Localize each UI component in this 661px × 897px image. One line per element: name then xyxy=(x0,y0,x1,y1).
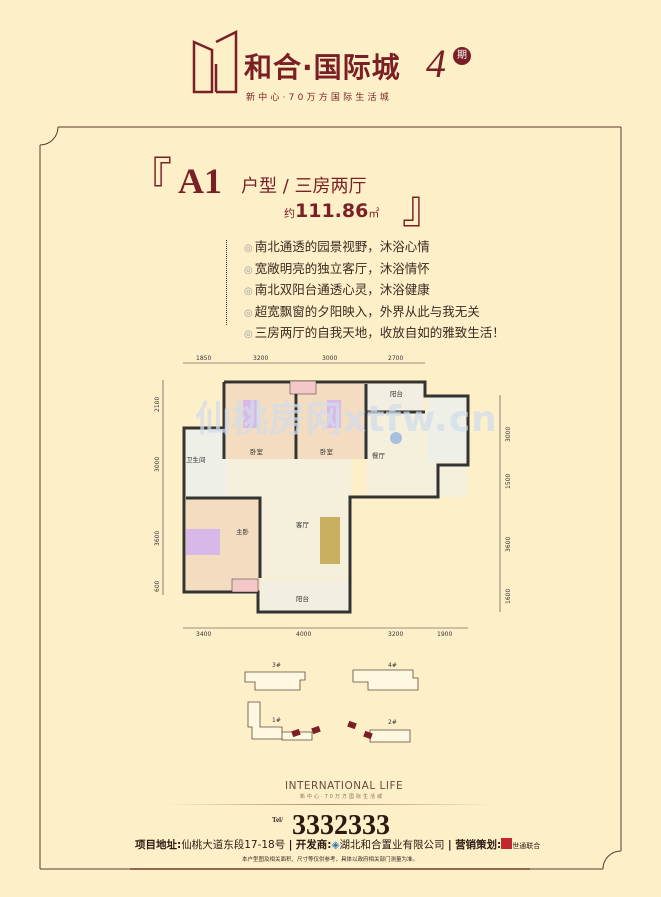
dim-bottom: 3200 xyxy=(388,631,403,638)
room-label-bathroom: 卫生间 xyxy=(186,455,206,464)
dining-table-icon xyxy=(390,432,402,444)
building-2 xyxy=(369,729,411,743)
tel-number[interactable]: 3332333 xyxy=(292,810,390,841)
feature-text: 超宽飘窗的夕阳映入，外界从此与我无关 xyxy=(254,303,480,319)
bay-window xyxy=(231,578,259,593)
feature-item: ◎宽敞明亮的独立客厅，沐浴情怀 xyxy=(244,259,505,281)
sofa-icon xyxy=(320,517,340,564)
bullet-icon: ◎ xyxy=(244,286,253,297)
bullet-icon: ◎ xyxy=(244,264,253,276)
dim-left: 2100 xyxy=(154,397,161,412)
area-unit: ㎡ xyxy=(368,207,380,220)
tel-label: Tel/ xyxy=(272,816,284,824)
logo-title: 和合·国际城 xyxy=(244,51,401,84)
dim-top: 2700 xyxy=(388,355,403,362)
building-3 xyxy=(244,671,306,691)
bullet-icon: ◎ xyxy=(244,243,253,254)
close-bracket: 』 xyxy=(402,183,446,232)
dim-bottom: 3400 xyxy=(196,631,211,638)
area-prefix: 约 xyxy=(284,207,295,220)
building-label: 4# xyxy=(388,662,397,669)
bay-window xyxy=(289,380,317,395)
bed-icon xyxy=(186,529,220,555)
building-4 xyxy=(352,669,419,691)
marketing: 世通联合 xyxy=(512,842,541,850)
developer: 湖北和合置业有限公司 xyxy=(339,839,445,851)
address: 仙桃大道东段17-18号 xyxy=(181,839,286,851)
unit-area: 约111.86㎡ xyxy=(284,200,379,222)
area-value: 111.86 xyxy=(295,200,369,222)
bed-icon xyxy=(243,400,257,428)
logo-phase-badge: 期 xyxy=(453,47,471,65)
feature-text: 南北通透的园景视野，沐浴心情 xyxy=(254,239,430,254)
disclaimer: 本户型图及相关面积、尺寸等仅供参考，具体以政府相关部门测量为准。 xyxy=(242,857,419,863)
address-label: 项目地址: xyxy=(135,839,182,851)
floor-plan: 卫生间 卧室 卧室 主卧 客厅 餐厅 阳台 阳台 1850 3200 3000 … xyxy=(154,355,512,638)
room-label-bedroom: 卧室 xyxy=(320,447,334,456)
dimension-lines xyxy=(162,362,501,629)
unit-type: 户型 / 三房两厅 xyxy=(241,176,367,197)
logo-slogan: 新中心·70万方国际生活城 xyxy=(246,93,392,103)
room-label-balcony-north: 阳台 xyxy=(390,389,403,398)
separator: | xyxy=(288,839,293,851)
room-label-master-bedroom: 主卧 xyxy=(236,527,250,536)
feature-text: 三房两厅的自我天地，收放自如的雅致生活！ xyxy=(254,325,505,340)
building-1 xyxy=(247,701,313,741)
dim-right: 1600 xyxy=(505,589,512,604)
feature-text: 南北双阳台通透心灵，沐浴健康 xyxy=(254,282,430,297)
info-line: 项目地址:仙桃大道东段17-18号 | 开发商:◈湖北和合置业有限公司 | 营销… xyxy=(135,838,540,853)
watermark: 仙桃房网xtfw.cn xyxy=(195,399,498,440)
feature-text: 宽敞明亮的独立客厅，沐浴情怀 xyxy=(254,260,430,276)
brand-sub: 新中心·70万方国际生活城 xyxy=(300,794,384,800)
room-label-bedroom: 卧室 xyxy=(250,447,264,456)
dim-bottom: 4000 xyxy=(296,631,311,638)
unit-highlight xyxy=(363,730,373,740)
unit-highlight xyxy=(311,725,321,735)
dim-right: 3000 xyxy=(505,427,512,442)
marketing-label: 营销策划: xyxy=(455,839,502,851)
dim-top: 3200 xyxy=(253,355,268,362)
feature-list: ◎南北通透的园景视野，沐浴心情 ◎宽敞明亮的独立客厅，沐浴情怀 ◎南北双阳台通透… xyxy=(244,237,505,345)
unit-highlight xyxy=(347,720,357,730)
building-label: 1# xyxy=(272,717,281,724)
open-bracket: 『 xyxy=(128,155,172,204)
bullet-icon: ◎ xyxy=(244,307,253,319)
logo-mark xyxy=(192,29,238,94)
bullet-icon: ◎ xyxy=(244,329,253,340)
marketing-logo-icon xyxy=(501,838,513,849)
separator: | xyxy=(447,839,452,851)
bed-icon xyxy=(327,400,341,428)
dim-right: 3600 xyxy=(505,537,512,552)
dim-top: 1850 xyxy=(196,355,211,362)
room-label-dining: 餐厅 xyxy=(372,451,386,460)
feature-item: ◎超宽飘窗的夕阳映入，外界从此与我无关 xyxy=(244,302,505,324)
unit-highlight xyxy=(291,728,301,738)
dim-left: 3000 xyxy=(154,457,161,472)
feature-item: ◎南北双阳台通透心灵，沐浴健康 xyxy=(244,280,505,302)
developer-logo-icon: ◈ xyxy=(331,839,340,851)
unit-code: A1 xyxy=(178,161,222,201)
site-plan: 3# 4# 1# 2# xyxy=(244,662,419,743)
room-label-balcony-south: 阳台 xyxy=(296,594,309,603)
developer-label: 开发商: xyxy=(295,839,332,851)
dim-left: 3600 xyxy=(154,531,161,546)
feature-divider xyxy=(226,240,227,325)
dim-left: 600 xyxy=(154,580,161,592)
building-label: 2# xyxy=(388,719,397,726)
room-label-living: 客厅 xyxy=(296,520,310,529)
bottom-rule xyxy=(130,868,530,870)
logo-phase-number: 4 xyxy=(426,41,446,86)
dim-right: 1500 xyxy=(505,474,512,489)
feature-item: ◎三房两厅的自我天地，收放自如的雅致生活！ xyxy=(244,323,505,345)
dim-top: 3000 xyxy=(322,355,337,362)
dim-bottom: 1900 xyxy=(437,631,452,638)
walls xyxy=(182,380,470,614)
building-label: 3# xyxy=(272,662,281,669)
feature-item: ◎南北通透的园景视野，沐浴心情 xyxy=(244,237,505,259)
divider xyxy=(165,804,495,805)
brand-en: INTERNATIONAL LIFE xyxy=(285,780,404,792)
